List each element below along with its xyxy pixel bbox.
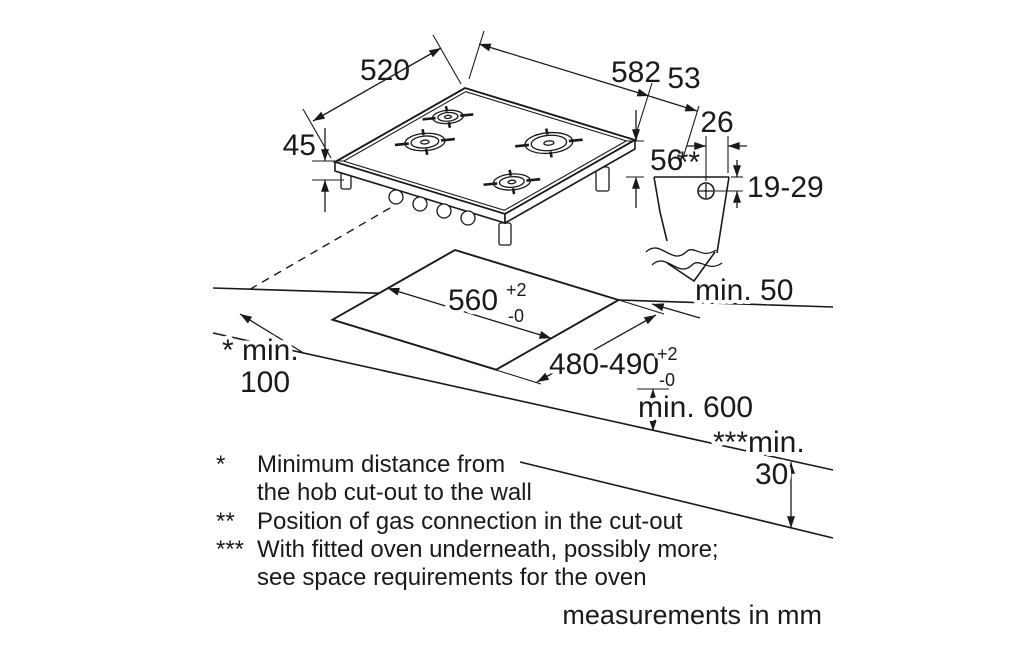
dim-label-min100-b: 100	[240, 366, 290, 399]
worktop-back-edge-right	[618, 299, 834, 308]
projection-dashed-line	[246, 207, 391, 292]
control-knobs	[388, 189, 476, 226]
footnote-marker-2: **	[216, 508, 235, 535]
extension-line	[468, 30, 485, 80]
dim-label-min30-b: 30	[755, 458, 788, 491]
dim-label-min30-a: ***min.	[713, 426, 805, 459]
oven-top-edge	[519, 461, 834, 539]
footnotes: * Minimum distance from the hob cut-out …	[216, 451, 719, 591]
extension-line	[682, 105, 700, 159]
gas-position-marker: **	[677, 146, 701, 179]
dimension-line-480-490	[536, 314, 657, 383]
pan-support	[423, 106, 474, 128]
hob-surface	[335, 88, 635, 214]
break-line	[651, 260, 723, 270]
pan-support	[484, 170, 541, 194]
detail-right-edge	[716, 176, 730, 254]
dim-label-45: 45	[283, 129, 316, 162]
worktop-view: 560 +2 -0 480-490 +2 -0 min. 600 min. 50…	[212, 207, 834, 539]
dim-label-min100-a: * min.	[222, 334, 299, 367]
knob	[436, 203, 452, 219]
hob-surface-rim	[344, 92, 627, 211]
dimension-line-53	[648, 95, 698, 112]
worktop-front-edge	[212, 332, 834, 471]
extension-line	[636, 82, 653, 132]
dim-label-582: 582	[611, 56, 661, 89]
dim-tol-sub-cutout-depth: -0	[659, 370, 675, 390]
dimension-arrow-min50	[651, 303, 701, 319]
knob	[412, 196, 428, 212]
burner-front-center	[484, 170, 541, 194]
knob	[388, 189, 404, 205]
footnote-1-line-1: Minimum distance from	[257, 451, 505, 478]
dimension-line-520	[312, 47, 442, 122]
dim-label-520: 520	[360, 54, 410, 87]
burner-left	[395, 129, 455, 155]
extension-line	[495, 369, 542, 385]
hole-crosshair	[699, 184, 713, 198]
worktop-back-edge-left	[212, 287, 405, 295]
dimension-arrow-min100	[239, 313, 303, 353]
hob-front-right-band	[504, 138, 636, 225]
footnote-2: Position of gas connection in the cut-ou…	[257, 508, 683, 535]
footnote-3-line-1: With fitted oven underneath, possibly mo…	[257, 536, 719, 563]
pan-support	[515, 129, 582, 158]
pan-support	[395, 129, 455, 155]
detail-tip	[666, 251, 716, 283]
footnote-1-line-2: the hob cut-out to the wall	[257, 479, 532, 506]
gas-connection-detail: 26 ** 19-29	[645, 106, 824, 283]
dim-label-cutout-depth: 480-490	[549, 348, 659, 381]
units-note: measurements in mm	[562, 600, 822, 630]
dim-label-53: 53	[667, 62, 700, 95]
footnote-marker-1: *	[216, 451, 225, 478]
extension-line	[618, 299, 665, 315]
dimension-line-582	[478, 43, 650, 97]
dim-label-56: 56	[650, 144, 683, 177]
detail-left-edge	[653, 176, 668, 242]
footnote-marker-3: ***	[216, 536, 244, 563]
knob	[460, 210, 476, 226]
dim-tol-sub-cutout-width: -0	[508, 306, 524, 326]
break-line	[645, 247, 717, 257]
dim-tol-sup-cutout-depth: +2	[657, 344, 678, 364]
dim-label-min50: min. 50	[695, 274, 793, 307]
dim-label-min600: min. 600	[638, 391, 753, 424]
hob-dimensions: 520 582 53 45 56	[283, 30, 701, 212]
extension-line	[432, 34, 462, 85]
hob-isometric-view	[335, 88, 635, 214]
dim-label-19-29: 19-29	[747, 171, 824, 204]
dim-label-26: 26	[700, 106, 733, 139]
hob-foot-front	[498, 222, 512, 246]
dim-label-cutout-width: 560	[448, 284, 498, 317]
burner-large-right	[515, 129, 582, 158]
hob-casing	[334, 138, 636, 246]
dim-tol-sup-cutout-width: +2	[506, 280, 527, 300]
dimension-line-560	[387, 287, 552, 339]
footnote-3-line-2: see space requirements for the oven	[257, 564, 647, 591]
